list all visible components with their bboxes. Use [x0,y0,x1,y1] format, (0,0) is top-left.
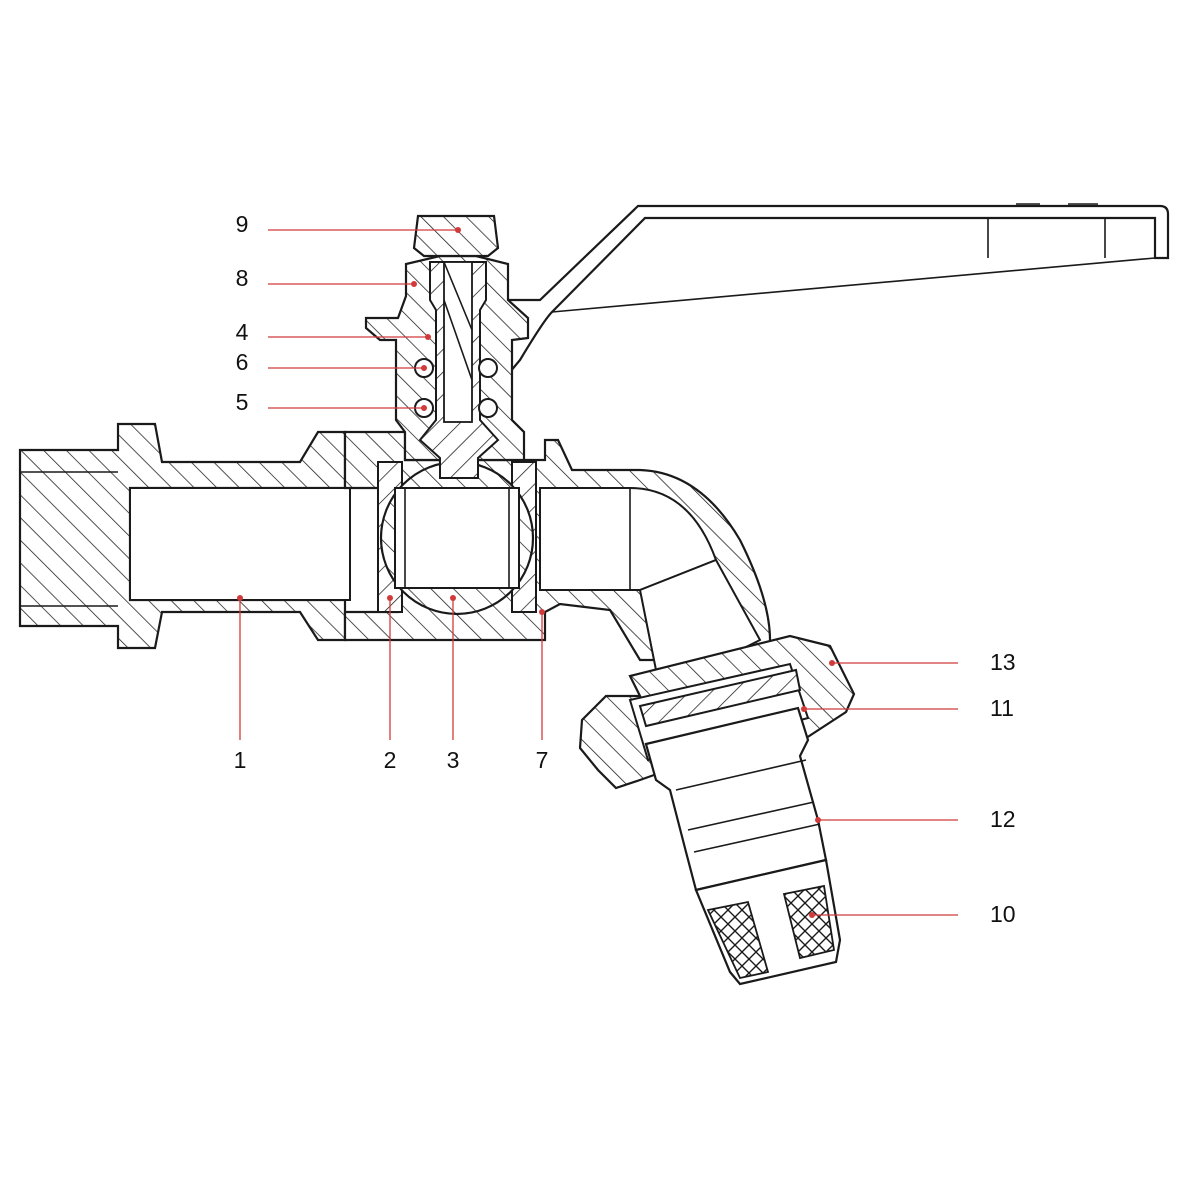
callout-3: 3 [447,595,460,773]
callout-label: 11 [990,695,1014,721]
leader-dot [421,405,427,411]
callout-6: 6 [236,349,427,375]
leader-dot [539,609,545,615]
callout-2: 2 [384,595,397,773]
callout-5: 5 [236,389,427,415]
stem [418,261,500,479]
leader-dot [815,817,821,823]
callout-4: 4 [236,319,431,345]
leader-dot [450,595,456,601]
hose-tail [694,858,842,986]
callout-7: 7 [536,609,549,773]
callout-11: 11 [801,695,1014,721]
leader-dot [801,706,807,712]
callout-1: 1 [234,595,247,773]
callout-10: 10 [809,901,1016,927]
callout-label: 5 [236,389,249,415]
leader-dot [809,912,815,918]
callout-8: 8 [236,265,417,291]
gasket [638,668,802,728]
leader-dot [411,281,417,287]
callout-9: 9 [236,211,461,237]
callout-label: 1 [234,747,247,773]
callout-label: 4 [236,319,249,345]
callout-label: 9 [236,211,249,237]
lever-handle [490,203,1170,374]
leader-dot [387,595,393,601]
callout-label: 12 [990,806,1016,832]
ball [379,460,535,616]
callout-label: 8 [236,265,249,291]
callout-label: 10 [990,901,1016,927]
callout-12: 12 [815,806,1016,832]
callout-label: 13 [990,649,1016,675]
callout-label: 3 [447,747,460,773]
leader-dot [425,334,431,340]
leader-dot [455,227,461,233]
callout-13: 13 [829,649,1016,675]
callout-label: 2 [384,747,397,773]
leader-dot [237,595,243,601]
leader-dot [829,660,835,666]
leader-dot [421,365,427,371]
inlet-body [18,422,351,650]
spindle-nut [412,214,500,258]
callout-label: 6 [236,349,249,375]
callout-label: 7 [536,747,549,773]
